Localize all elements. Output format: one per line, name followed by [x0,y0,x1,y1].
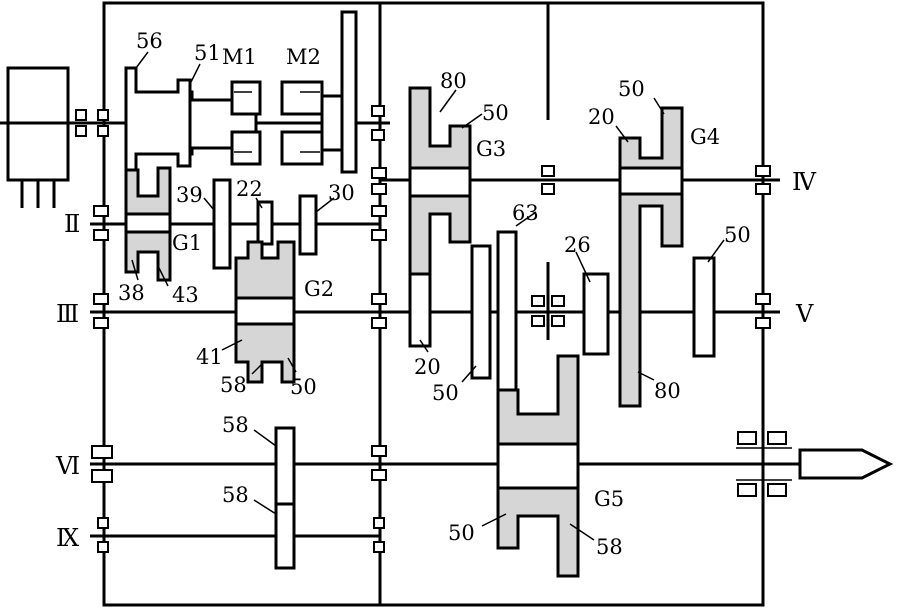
clutch-hub [320,94,344,152]
label-g4: G4 [690,125,720,149]
spindle-bearings [736,431,792,497]
label-teeth-58-g2: 58 [220,373,247,397]
label-teeth-80-g3: 80 [440,69,467,93]
label-shaft-v: Ⅴ [795,300,814,328]
label-teeth-38: 38 [118,281,145,305]
label-g5: G5 [594,487,624,511]
gear-58-vi-ix [274,426,296,570]
label-m1: M1 [222,45,257,69]
motor [6,66,70,208]
label-shaft-ii: Ⅱ [64,210,80,238]
label-teeth-58-ix: 58 [222,483,249,507]
gear-shaft-i-large [340,10,358,174]
label-g1: G1 [172,231,202,255]
leader-lines [131,51,725,541]
label-teeth-56: 56 [136,29,163,53]
label-teeth-30: 30 [328,181,355,205]
gear-26 [582,272,610,356]
label-teeth-26: 26 [564,233,591,257]
label-shaft-vi: Ⅵ [55,452,80,480]
label-shaft-iv: Ⅳ [792,168,817,196]
label-teeth-50-g4: 50 [618,77,645,101]
label-teeth-20-iii: 20 [414,355,441,379]
output-spindle [798,448,894,480]
gear-50-iii [470,244,492,380]
label-teeth-58-vi: 58 [222,413,249,437]
label-teeth-80-v: 80 [654,379,681,403]
label-teeth-20-g4: 20 [588,105,615,129]
gear-group-g4 [618,106,684,408]
bearings [75,105,771,553]
label-teeth-63: 63 [512,201,539,225]
label-teeth-50-g3: 50 [482,101,509,125]
label-teeth-58-g5: 58 [596,535,623,559]
label-shaft-ix: Ⅸ [56,524,80,552]
g3-hub [408,166,472,198]
g5-hub [496,442,580,490]
gear-22 [256,200,274,246]
label-shaft-iii: Ⅲ [56,300,79,328]
label-teeth-43: 43 [172,283,199,307]
label-teeth-41: 41 [196,345,223,369]
label-teeth-50-g2: 50 [290,375,317,399]
gear-50-v [692,256,716,358]
label-teeth-50-v: 50 [724,223,751,247]
label-g3: G3 [476,137,506,161]
gearbox-housing [102,1,765,607]
label-teeth-51: 51 [194,41,221,65]
label-teeth-50-g5: 50 [448,521,475,545]
label-teeth-22: 22 [236,177,263,201]
gear-39 [212,178,232,270]
label-m2: M2 [286,45,321,69]
g4-hub [618,166,684,196]
g1-hub [124,212,172,234]
label-g2: G2 [304,277,334,301]
gear-20-iii [408,272,432,348]
label-teeth-39: 39 [176,183,203,207]
gear-30 [298,194,318,256]
g2-hub [234,296,296,326]
label-teeth-50-iii: 50 [432,381,459,405]
clutch-m1 [230,80,262,166]
